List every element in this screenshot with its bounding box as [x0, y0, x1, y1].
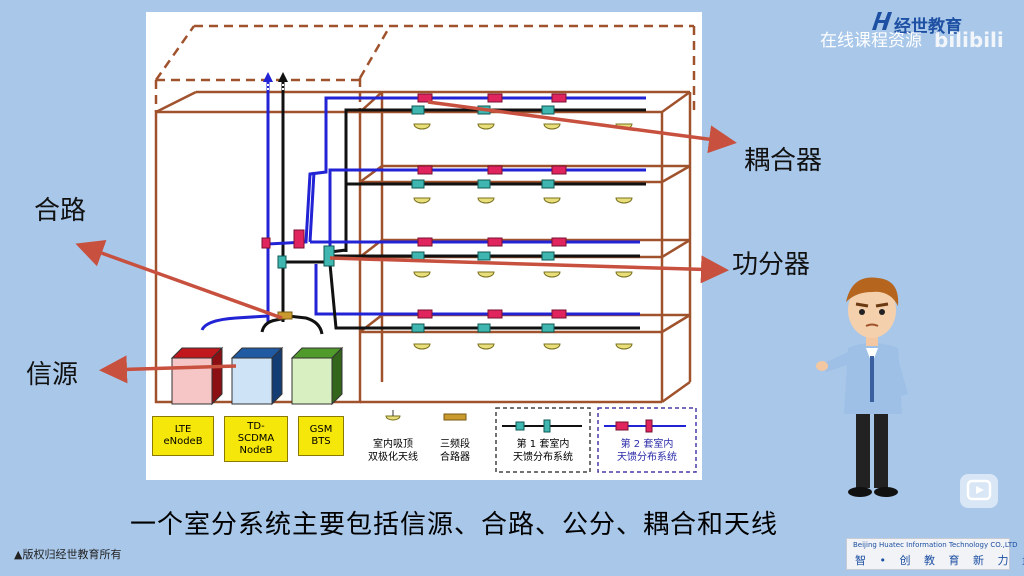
indoor-distribution-diagram: LTE eNodeB TD- SCDMA NodeB GSM BTS 室内吸顶 …: [146, 12, 702, 480]
legend-triband-combiner: 三频段 合路器: [430, 438, 480, 464]
legend-system2-line2: 天馈分布系统: [617, 452, 677, 463]
legend-lte-line1: LTE: [174, 424, 192, 435]
brand-logo-text: 经世教育: [894, 17, 962, 37]
watermark-text: 在线课程资源: [820, 31, 922, 51]
legend-td-line2: SCDMA: [237, 433, 275, 444]
brand-logo: 经世教育: [866, 12, 962, 37]
copyright-notice: ▲版权归经世教育所有: [14, 548, 122, 561]
lte-source-cube: [170, 346, 224, 406]
legend-system-2: 第 2 套室内 天馈分布系统: [600, 438, 694, 464]
label-source: 信源: [26, 360, 79, 390]
td-scdma-source-cube: [230, 346, 284, 406]
legend-system1-line1: 第 1 套室内: [516, 439, 570, 450]
legend-antenna: 室内吸顶 双极化天线: [360, 438, 426, 464]
legend-system1-line2: 天馈分布系统: [513, 452, 573, 463]
legend-lte-line2: eNodeB: [163, 436, 203, 447]
legend-system2-line1: 第 2 套室内: [620, 439, 674, 450]
bilibili-watermark: bilibili: [934, 28, 1004, 52]
gsm-source-cube: [290, 346, 344, 406]
legend-triband-line2: 合路器: [440, 452, 470, 463]
footer-brand-logo: Beijing Huatec Information Technology CO…: [846, 538, 1024, 570]
video-play-button[interactable]: [960, 474, 998, 508]
label-splitter: 功分器: [732, 250, 811, 280]
legend-lte: LTE eNodeB: [152, 416, 214, 456]
legend-gsm-line2: BTS: [311, 436, 331, 447]
building-schematic: [154, 24, 697, 473]
presenter-illustration: [816, 277, 908, 497]
legend-antenna-line2: 双极化天线: [368, 452, 418, 463]
legend-gsm-line1: GSM: [309, 424, 333, 435]
footer-brand-cn: 智 • 创 教 育 新 力 量: [855, 554, 1024, 567]
legend-td-line3: NodeB: [239, 445, 273, 456]
brand-h-icon: [872, 12, 892, 30]
legend-system-1: 第 1 套室内 天馈分布系统: [498, 438, 588, 464]
footer-brand-en: Beijing Huatec Information Technology CO…: [853, 541, 1018, 549]
legend-gsm: GSM BTS: [298, 416, 344, 456]
legend-td-scdma: TD- SCDMA NodeB: [224, 416, 288, 462]
label-coupler: 耦合器: [744, 146, 823, 176]
label-combiner: 合路: [34, 196, 87, 226]
slide-caption: 一个室分系统主要包括信源、合路、公分、耦合和天线: [130, 510, 779, 540]
legend-td-line1: TD-: [247, 421, 265, 432]
legend-antenna-line1: 室内吸顶: [373, 439, 413, 450]
play-icon: [966, 479, 992, 501]
legend-triband-line1: 三频段: [440, 439, 470, 450]
